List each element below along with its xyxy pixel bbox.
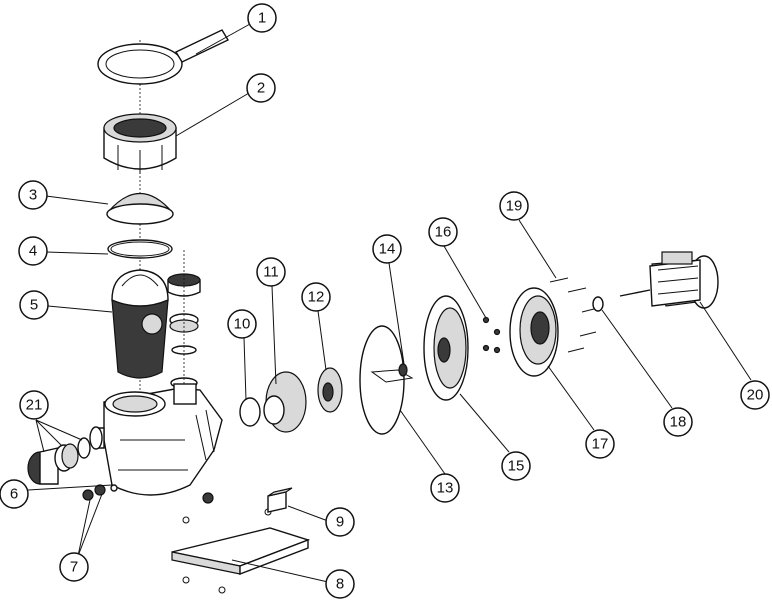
- callout-16: 16: [428, 217, 458, 247]
- part-motor-bracket: [509, 287, 559, 377]
- leader-21c: [35, 419, 83, 441]
- leader-10: [243, 337, 247, 401]
- callout-19: 19: [499, 191, 529, 221]
- part-bolts: [549, 277, 599, 353]
- callout-2: 2: [246, 73, 276, 103]
- part-o-ring-lid: [107, 239, 173, 259]
- leader-3: [45, 195, 109, 205]
- callout-20: 20: [740, 380, 770, 410]
- callout-20-label: 20: [747, 387, 764, 404]
- callout-5: 5: [19, 290, 49, 320]
- part-pump-body: [89, 383, 223, 496]
- leader-6: [27, 484, 113, 491]
- leader-7b: [77, 493, 103, 557]
- callout-12-label: 12: [308, 289, 325, 306]
- callout-3: 3: [18, 180, 48, 210]
- callout-1: 1: [247, 3, 277, 33]
- part-outlet-fittings: [167, 250, 201, 395]
- part-locking-ring: [103, 113, 177, 174]
- leader-lines: [27, 23, 752, 583]
- part-union-fittings: [27, 437, 91, 485]
- leader-21a: [35, 419, 45, 453]
- part-diffuser: [263, 371, 307, 433]
- part-impeller: [317, 367, 343, 413]
- callout-4-label: 4: [29, 243, 37, 260]
- callout-13: 13: [430, 473, 460, 503]
- callout-6-label: 6: [10, 486, 18, 503]
- leader-11: [271, 285, 277, 385]
- callout-12: 12: [301, 282, 331, 312]
- callout-6: 6: [0, 479, 29, 509]
- leader-13: [399, 409, 446, 475]
- part-washer: [592, 296, 604, 312]
- part-lid: [106, 192, 174, 225]
- part-base: [171, 508, 311, 594]
- leader-17: [547, 365, 595, 431]
- callout-19-label: 19: [506, 198, 523, 215]
- callout-4: 4: [18, 236, 48, 266]
- callout-17: 17: [585, 429, 615, 459]
- part-washers: [482, 316, 501, 354]
- callout-2-label: 2: [257, 80, 265, 97]
- callout-10-label: 10: [234, 316, 251, 333]
- leader-2: [175, 92, 250, 137]
- leader-16: [443, 245, 487, 319]
- leader-9: [287, 505, 329, 522]
- part-gasket: [359, 325, 405, 435]
- part-strainer-basket: [111, 269, 169, 379]
- callout-11-label: 11: [263, 264, 279, 281]
- part-seal-ring: [239, 397, 261, 427]
- callout-18-label: 18: [670, 414, 687, 431]
- callout-15: 15: [501, 451, 531, 481]
- callout-21: 21: [19, 390, 49, 420]
- leader-12: [317, 310, 327, 371]
- callout-13-label: 13: [437, 480, 454, 497]
- callout-8: 8: [325, 569, 355, 599]
- part-motor: [619, 251, 719, 309]
- parts-drawing: [27, 29, 719, 594]
- leader-4: [45, 251, 109, 255]
- callout-9-label: 9: [336, 514, 344, 531]
- callout-1-label: 1: [258, 10, 266, 27]
- callout-7-label: 7: [70, 559, 78, 576]
- callout-14-label: 14: [379, 241, 396, 258]
- callout-3-label: 3: [29, 187, 37, 204]
- leader-14: [388, 262, 405, 365]
- leader-5: [47, 305, 113, 313]
- part-drain-plugs: [82, 484, 214, 504]
- leader-8: [231, 559, 329, 583]
- leader-21b: [35, 419, 63, 447]
- callouts: 1 2 3 4 5 6 7 8: [0, 3, 770, 599]
- callout-16-label: 16: [435, 224, 452, 241]
- callout-8-label: 8: [336, 576, 344, 593]
- part-foot-block: [267, 487, 293, 513]
- leader-1: [195, 23, 251, 55]
- callout-10: 10: [227, 309, 257, 339]
- part-seal-plate: [423, 295, 469, 401]
- callout-5-label: 5: [30, 297, 38, 314]
- leader-20: [699, 301, 752, 381]
- callout-15-label: 15: [508, 458, 525, 475]
- callout-11: 11: [256, 257, 286, 287]
- leader-7a: [77, 499, 91, 557]
- callout-7: 7: [59, 552, 89, 582]
- callout-17-label: 17: [592, 436, 609, 453]
- leader-19: [518, 219, 557, 279]
- callout-9: 9: [325, 507, 355, 537]
- callout-14: 14: [372, 234, 402, 264]
- leader-15: [459, 393, 510, 453]
- part-lid-wrench: [97, 29, 229, 85]
- part-mechanical-seal: [398, 363, 408, 377]
- callout-21-label: 21: [26, 397, 43, 414]
- callout-18: 18: [663, 407, 693, 437]
- leader-18: [601, 309, 673, 409]
